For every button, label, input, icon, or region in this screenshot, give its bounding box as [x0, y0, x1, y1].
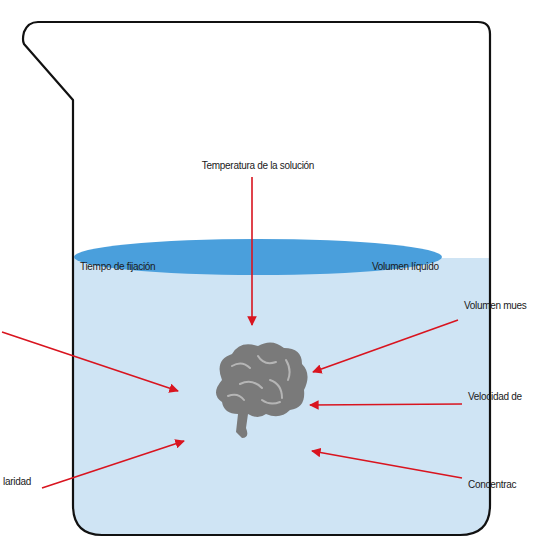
parameter-label: Tiempo de fijación [80, 261, 155, 273]
liquid [74, 258, 490, 535]
parameter-label: Volumen mues [464, 300, 527, 312]
leader-arrows [2, 177, 462, 488]
liquid-surface [74, 239, 442, 275]
parameter-label: Concentrac [468, 479, 516, 491]
parameter-label: Volumen líquido [372, 261, 439, 273]
parameter-label: laridad [3, 476, 31, 488]
brain-icon [216, 342, 308, 438]
parameter-label: Velocidad de [468, 391, 522, 403]
parameter-label: Temperatura de la solución [202, 160, 314, 172]
beaker-outline [23, 22, 490, 535]
